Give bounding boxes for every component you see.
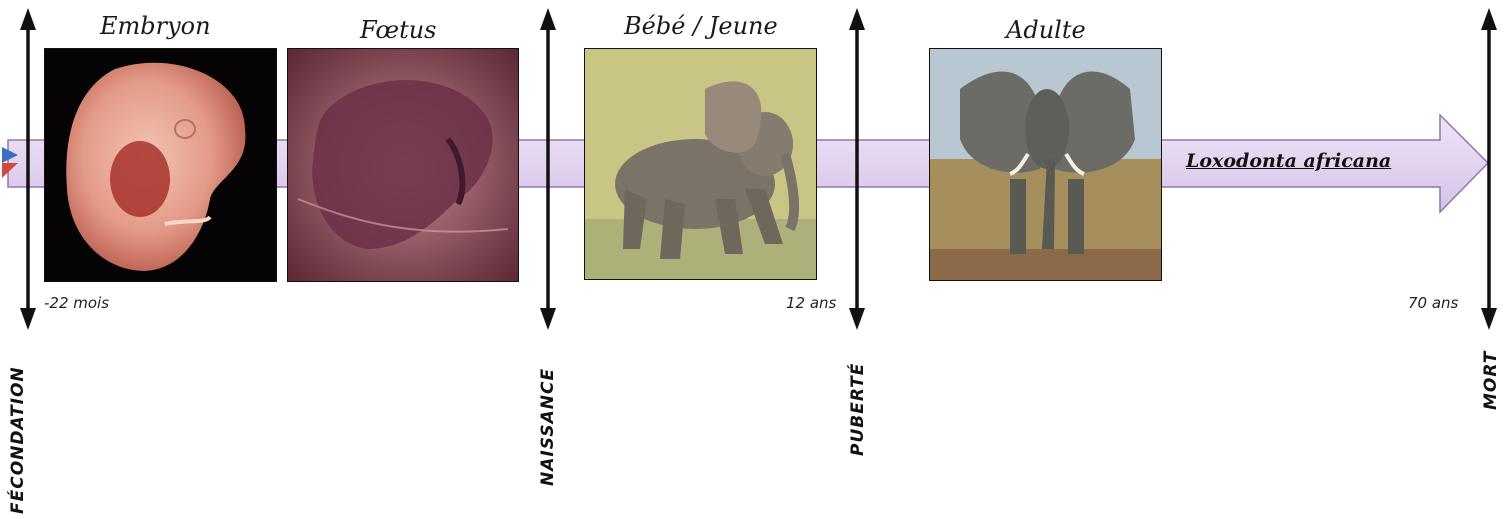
baby-elephant-illustration: [585, 49, 817, 280]
milestone-label-naissance: NAISSANCE: [538, 368, 558, 486]
milestone-label-mort: MORT: [1481, 351, 1501, 410]
fetus-illustration: [288, 49, 519, 282]
adult-elephant-photo: [929, 48, 1162, 281]
milestone-label-puberte: PUBERTÉ: [848, 363, 868, 456]
stage-title-adulte: Adulte: [1006, 16, 1086, 44]
naissance-double-arrow: [540, 8, 556, 330]
stage-title-embryon: Embryon: [100, 12, 211, 40]
stage-title-jeune: Bébé / Jeune: [624, 12, 778, 40]
mort-double-arrow: [1481, 8, 1497, 330]
adult-elephant-illustration: [930, 49, 1162, 281]
age-label-puberty: 12 ans: [786, 294, 836, 312]
age-label-start: -22 mois: [44, 294, 109, 312]
embryo-illustration: [45, 49, 277, 282]
embryo-photo: [44, 48, 277, 282]
puberte-double-arrow: [849, 8, 865, 330]
fecondation-double-arrow: [20, 8, 36, 330]
species-label: Loxodonta africana: [1186, 150, 1391, 172]
milestone-label-fecondation: FÉCONDATION: [8, 366, 28, 514]
age-label-death: 70 ans: [1408, 294, 1458, 312]
stage-title-foetus: Fœtus: [360, 16, 437, 44]
baby-elephant-photo: [584, 48, 817, 280]
fetus-photo: [287, 48, 519, 282]
